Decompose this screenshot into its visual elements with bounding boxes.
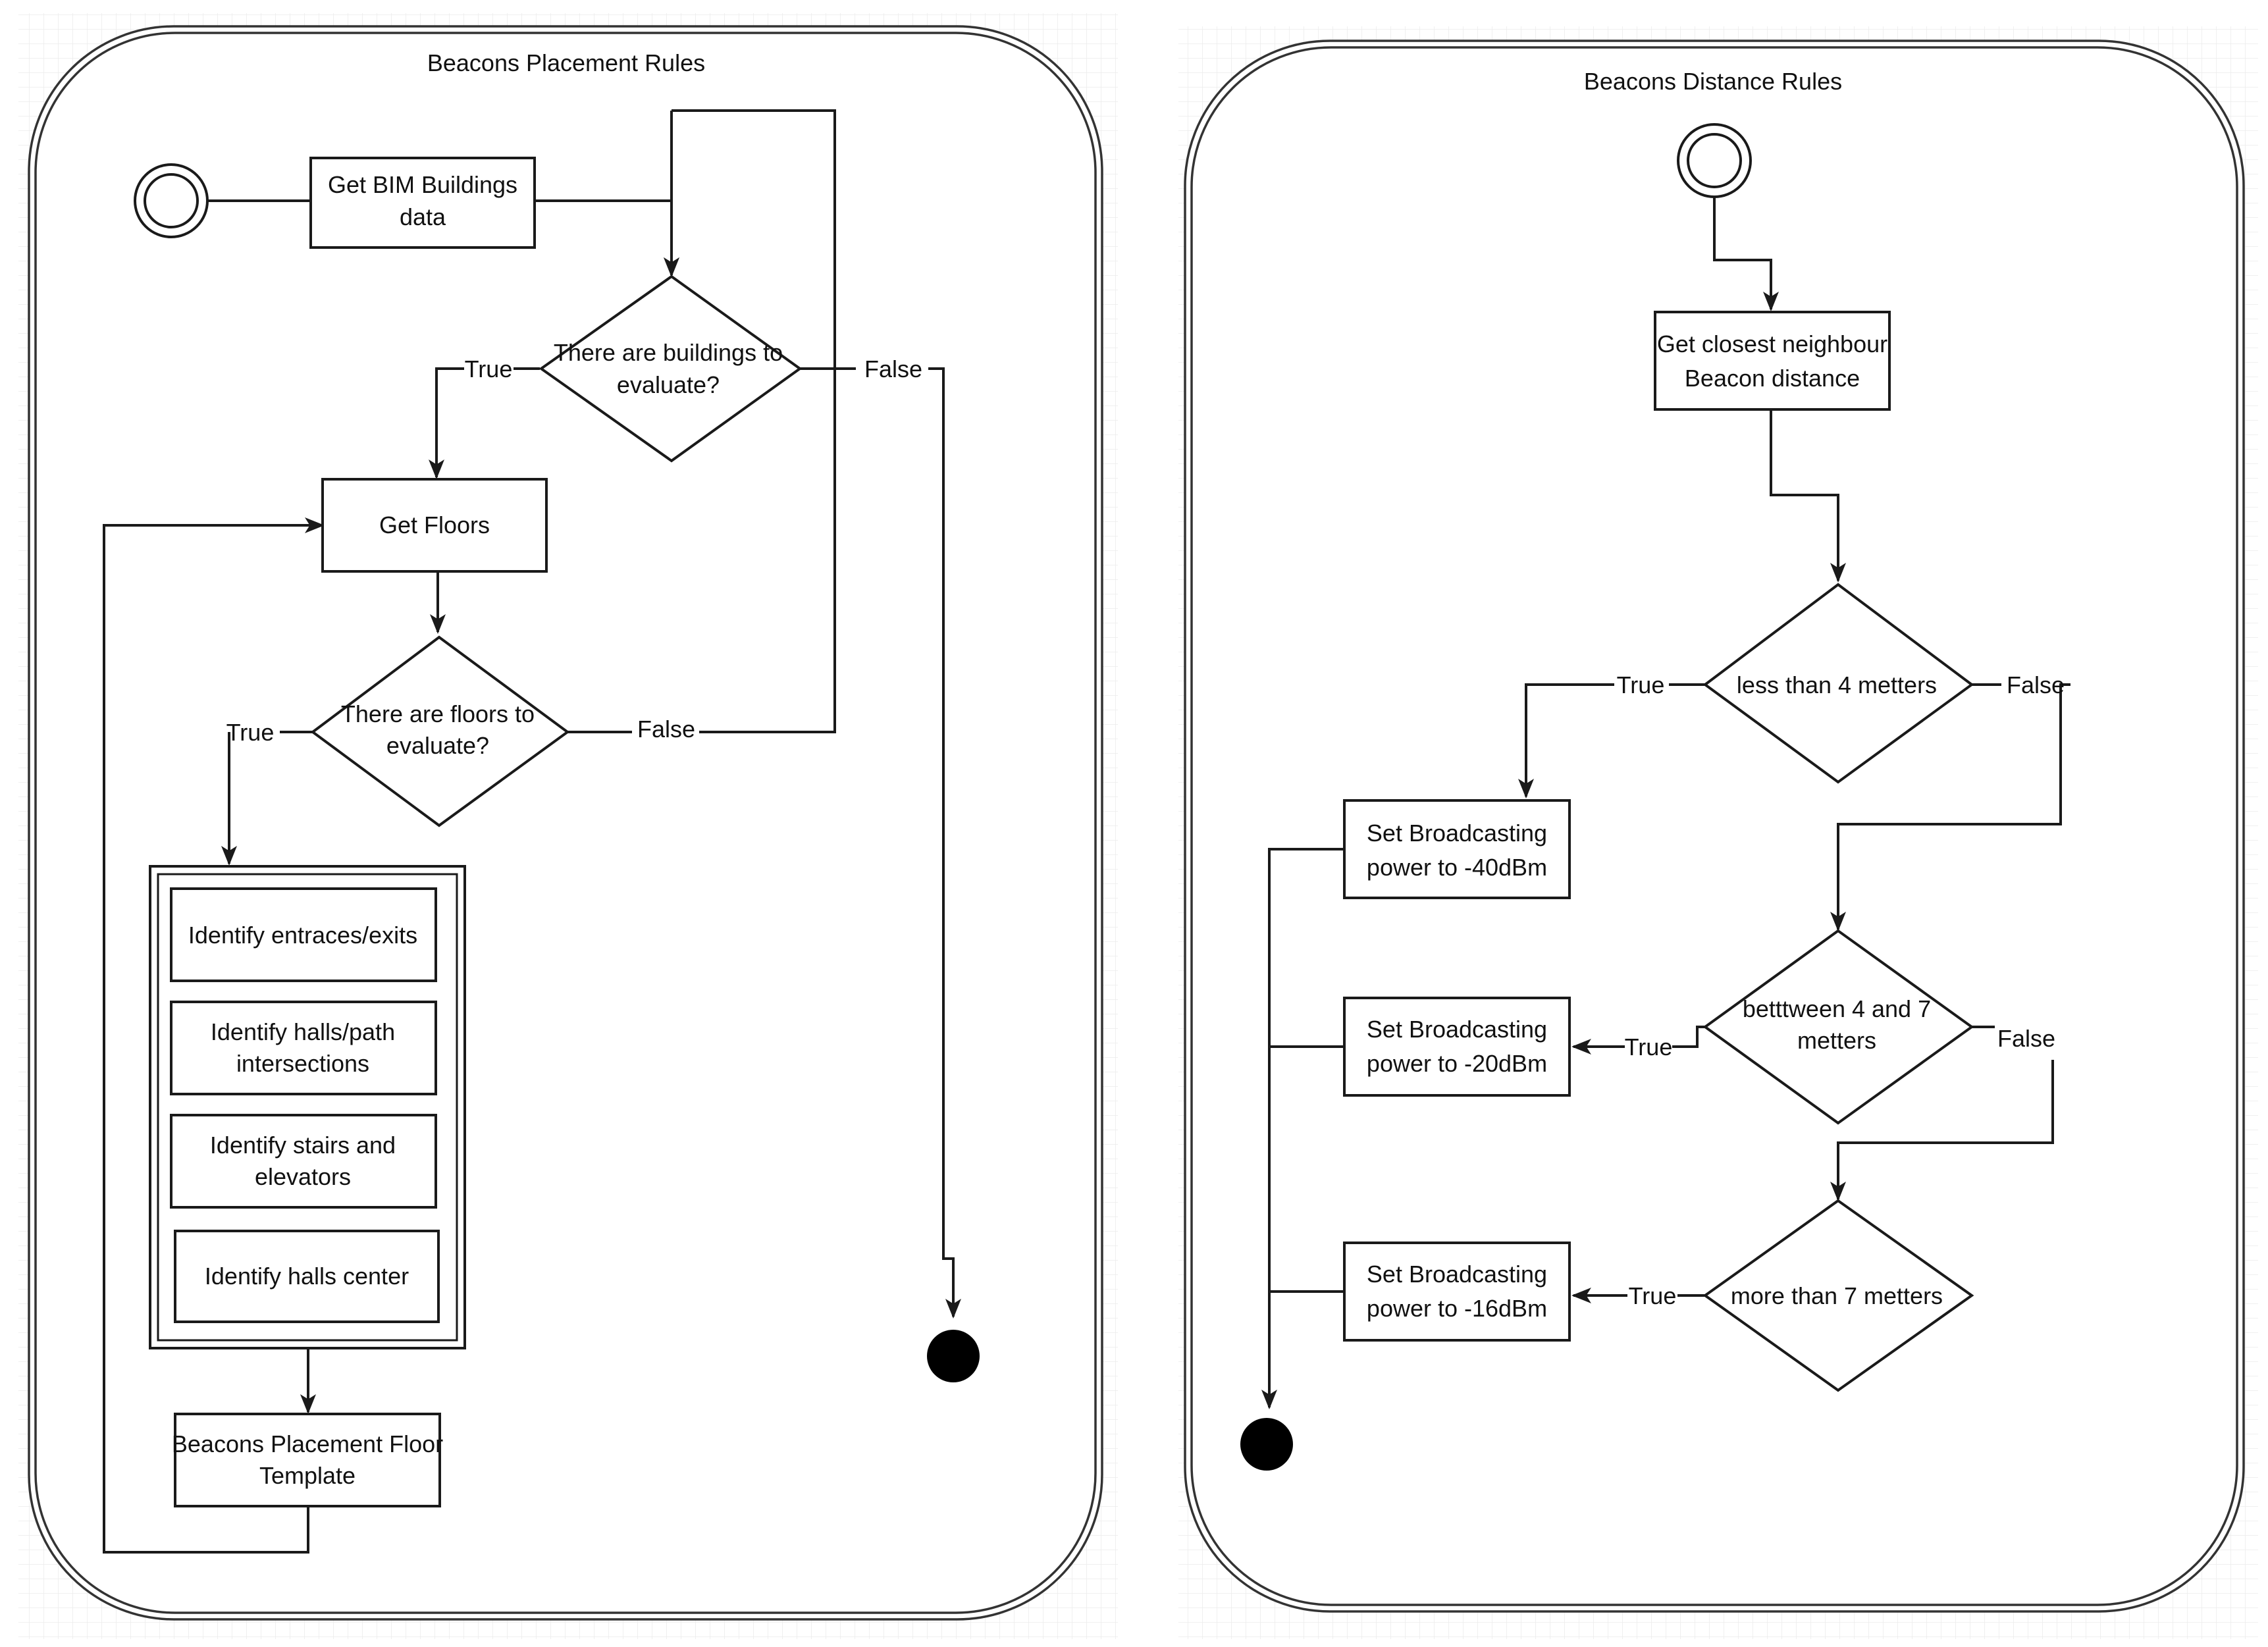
between-false-label: False xyxy=(1997,1025,2055,1052)
get-floors-label: Get Floors xyxy=(379,511,490,538)
edge-between-true-a xyxy=(1672,1026,1705,1048)
between-line2: metters xyxy=(1797,1027,1876,1054)
identify-stairs-box xyxy=(170,1114,437,1209)
more7-decision xyxy=(1702,1199,1974,1392)
identify-stairs-line2: elevators xyxy=(255,1163,351,1190)
get-bim-line2: data xyxy=(400,203,446,230)
right-title: Beacons Distance Rules xyxy=(1584,68,1842,95)
right-final-node xyxy=(1240,1418,1293,1471)
edge-buildings-false-b xyxy=(928,367,961,1319)
edge-closest-less4 xyxy=(1770,409,1846,583)
less4-false-label: False xyxy=(2007,671,2065,698)
set-40-line2: power to -40dBm xyxy=(1367,854,1547,881)
between-true-label: True xyxy=(1625,1033,1673,1060)
edge-template-loop xyxy=(103,517,325,1554)
between-decision xyxy=(1702,929,1974,1125)
edge-start-closest xyxy=(1713,197,1779,311)
buildings-q-line1: There are buildings to xyxy=(554,339,783,366)
buildings-false-label: False xyxy=(864,355,922,382)
set-20-line1: Set Broadcasting xyxy=(1367,1016,1547,1043)
set-16-line1: Set Broadcasting xyxy=(1367,1261,1547,1288)
less4-label: less than 4 metters xyxy=(1737,671,1937,698)
identify-halls-center-label: Identify halls center xyxy=(205,1263,409,1290)
left-final-node xyxy=(927,1330,980,1382)
get-bim-box xyxy=(309,157,536,249)
set-20-box xyxy=(1343,997,1571,1097)
less4-decision xyxy=(1702,583,1974,784)
template-line2: Template xyxy=(259,1462,356,1489)
identify-group-inner xyxy=(157,873,458,1342)
get-bim-line1: Get BIM Buildings xyxy=(328,171,517,198)
floors-decision xyxy=(310,635,570,827)
identify-entrances-label: Identify entraces/exits xyxy=(188,922,417,949)
distance-rules-diagram: Beacons Distance Rules Get closest neigh xyxy=(1184,39,2245,1613)
template-line1: Beacons Placement Floor xyxy=(172,1430,443,1457)
left-initial-node xyxy=(134,163,209,238)
identify-halls-path-box xyxy=(170,1001,437,1095)
buildings-decision xyxy=(539,274,803,463)
buildings-true-label: True xyxy=(465,355,513,382)
floors-false-label: False xyxy=(637,716,695,743)
get-closest-box xyxy=(1654,311,1891,411)
more7-true-label: True xyxy=(1629,1282,1677,1309)
set-16-line2: power to -16dBm xyxy=(1367,1295,1547,1322)
edge-between-false-b xyxy=(1830,1060,2054,1201)
edge-buildings-true-b xyxy=(429,367,464,479)
get-closest-line1: Get closest neighbour xyxy=(1657,330,1887,357)
edge-less4-false-b xyxy=(1830,683,2070,931)
floors-q-line2: evaluate? xyxy=(386,732,489,759)
get-floors-box xyxy=(321,478,548,573)
right-initial-node xyxy=(1677,123,1752,198)
placement-rules-diagram: Beacons Placement Rules Get BIM Buildin xyxy=(28,25,1103,1621)
identify-entrances-box xyxy=(170,887,437,982)
between-line1: betttween 4 and 7 xyxy=(1743,995,1931,1022)
set-40-line1: Set Broadcasting xyxy=(1367,820,1547,847)
buildings-q-line2: evaluate? xyxy=(617,371,720,398)
set-20-line2: power to -20dBm xyxy=(1367,1050,1547,1077)
left-title: Beacons Placement Rules xyxy=(427,49,705,76)
more7-label: more than 7 metters xyxy=(1731,1282,1943,1309)
template-box xyxy=(174,1413,441,1507)
identify-halls-center-box xyxy=(174,1230,440,1323)
edge-merge-final xyxy=(1261,848,1344,1409)
get-closest-line2: Beacon distance xyxy=(1685,365,1860,392)
identify-stairs-line1: Identify stairs and xyxy=(210,1132,396,1159)
identify-halls-path-line2: intersections xyxy=(236,1050,369,1077)
floors-true-label: True xyxy=(226,719,275,746)
identify-halls-path-line1: Identify halls/path xyxy=(211,1018,395,1045)
less4-true-label: True xyxy=(1617,671,1665,698)
right-frame-inner xyxy=(1190,46,2238,1606)
edge-floors-false-loop xyxy=(672,109,836,733)
edge-less4-true-b xyxy=(1518,683,1614,798)
set-16-box xyxy=(1343,1242,1571,1342)
set-40-box xyxy=(1343,799,1571,899)
floors-q-line1: There are floors to xyxy=(341,700,535,727)
